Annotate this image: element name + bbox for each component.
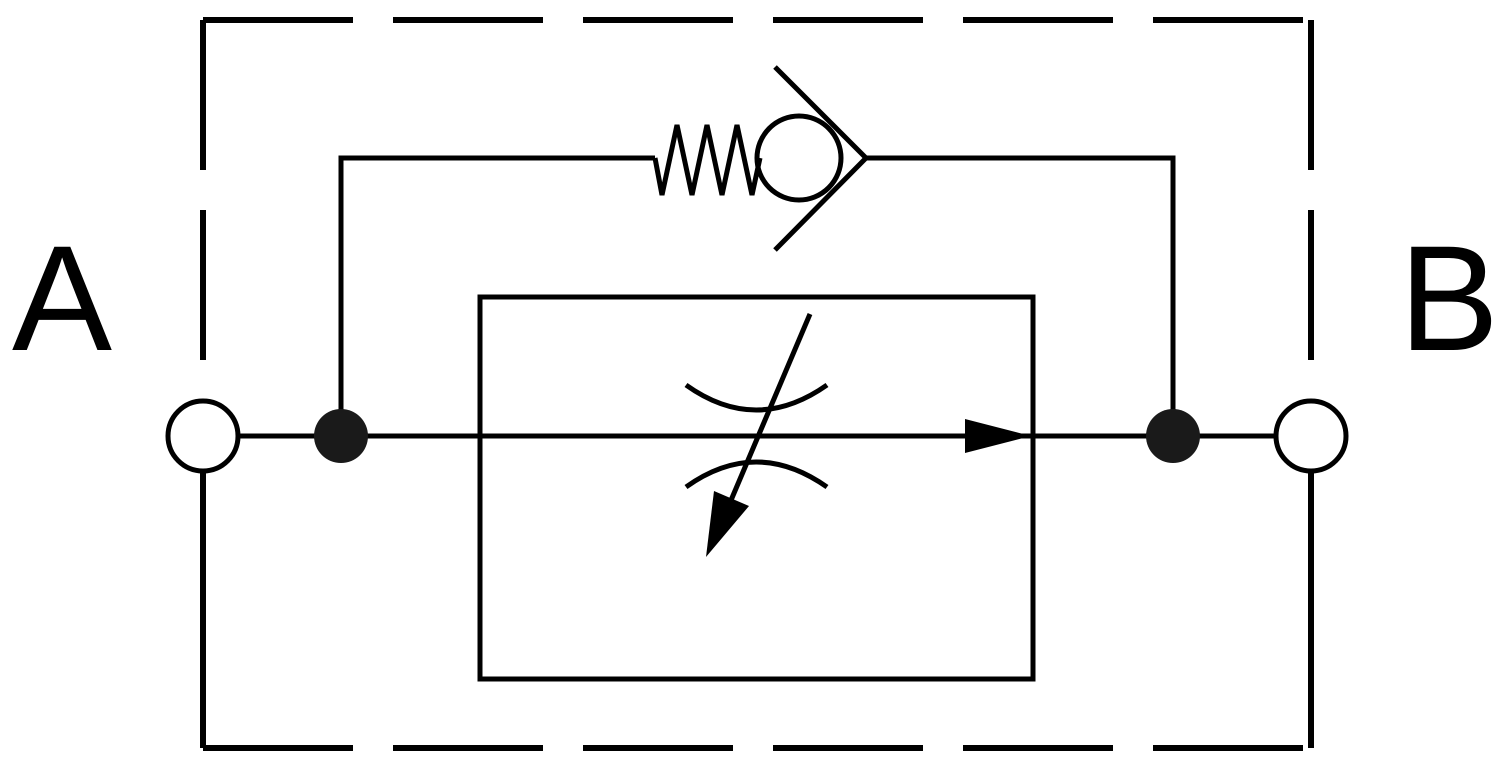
throttle-lower-arc	[684, 459, 829, 490]
enclosure-lower-sides	[200, 470, 1314, 748]
throttle-housing	[477, 294, 1036, 682]
port-b-label: B	[1399, 214, 1499, 382]
junction-dot-right	[1146, 409, 1200, 463]
dashed-enclosure	[200, 17, 1314, 751]
adjustable-throttle-icon	[684, 313, 829, 506]
flow-direction-arrow-icon	[965, 419, 1031, 453]
adjustment-arrow-head	[706, 491, 749, 557]
bypass-line-left	[338, 155, 655, 436]
port-b-circle	[1273, 398, 1349, 474]
bypass-line	[338, 155, 1176, 436]
bypass-line-right	[866, 155, 1176, 436]
valve-seat	[773, 65, 870, 252]
spring	[652, 124, 763, 196]
adjustment-arrow-shaft	[726, 313, 813, 506]
throttle-upper-arc	[684, 382, 829, 413]
check-ball	[754, 113, 844, 203]
junction-dot-left	[314, 409, 368, 463]
port-a-circle	[165, 398, 241, 474]
port-a-label: A	[12, 214, 112, 382]
spring-loaded-check-valve-icon	[652, 65, 870, 252]
